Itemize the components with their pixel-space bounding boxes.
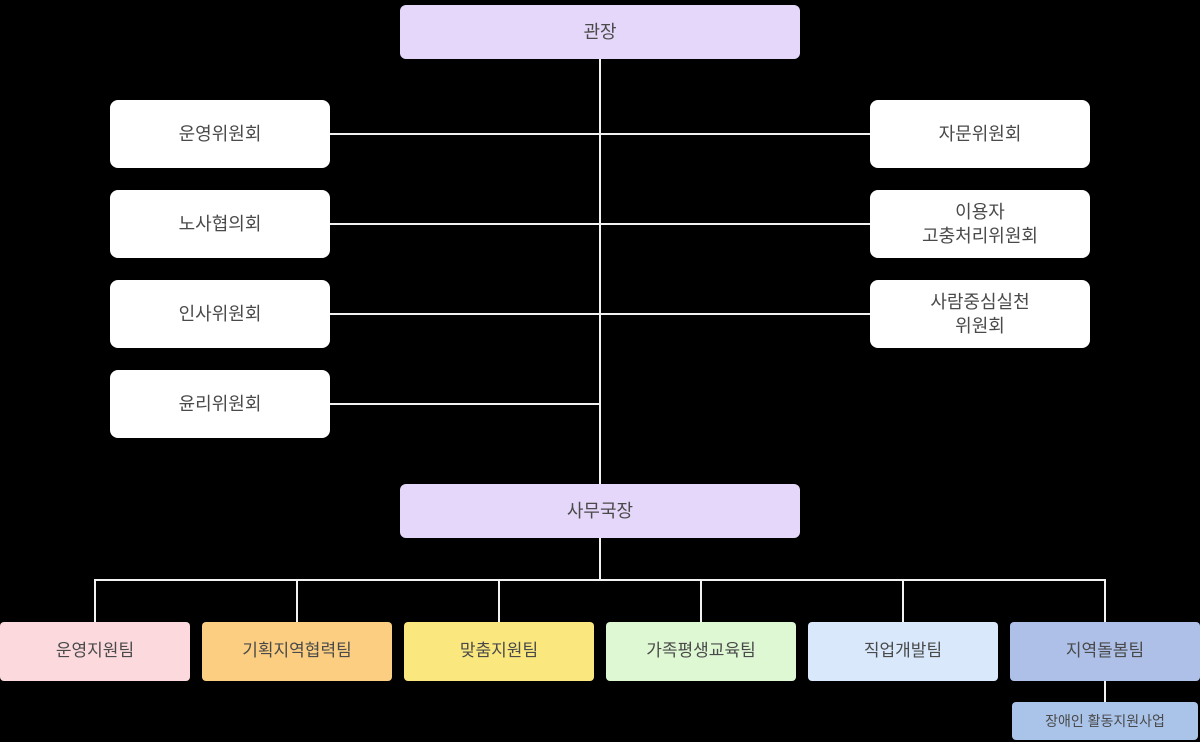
connector-team-drop-5 [902, 580, 904, 622]
node-team-operations-support: 운영지원팀 [0, 622, 190, 681]
node-team-community-care: 지역돌봄팀 [1010, 622, 1200, 681]
node-team-vocational-development: 직업개발팀 [808, 622, 998, 681]
connector-team-drop-6 [1104, 580, 1106, 622]
connector-director-secretary [599, 58, 601, 484]
connector-team-drop-4 [700, 580, 702, 622]
connector-team-drop-2 [296, 580, 298, 622]
node-committee-left-2: 노사협의회 [110, 190, 330, 258]
connector-team-bus [94, 579, 1106, 581]
node-committee-left-3: 인사위원회 [110, 280, 330, 348]
node-committee-right-2: 이용자 고충처리위원회 [870, 190, 1090, 258]
connector-committee-row-3 [330, 313, 870, 315]
node-team-family-lifelong-education: 가족평생교육팀 [606, 622, 796, 681]
connector-committee-row-4 [330, 403, 600, 405]
connector-subprogram-drop [1104, 681, 1106, 702]
node-committee-right-3: 사람중심실천 위원회 [870, 280, 1090, 348]
node-director: 관장 [400, 5, 800, 59]
node-secretary-general: 사무국장 [400, 484, 800, 538]
node-committee-left-4: 윤리위원회 [110, 370, 330, 438]
connector-team-drop-3 [498, 580, 500, 622]
connector-committee-row-2 [330, 223, 870, 225]
node-committee-left-1: 운영위원회 [110, 100, 330, 168]
node-committee-right-1: 자문위원회 [870, 100, 1090, 168]
node-team-planning-regional-cooperation: 기획지역협력팀 [202, 622, 392, 681]
connector-secretary-bus [599, 538, 601, 580]
connector-committee-row-1 [330, 133, 870, 135]
node-team-customized-support: 맞춤지원팀 [404, 622, 594, 681]
connector-team-drop-1 [94, 580, 96, 622]
node-subprogram-disability-activity-support: 장애인 활동지원사업 [1012, 702, 1198, 740]
